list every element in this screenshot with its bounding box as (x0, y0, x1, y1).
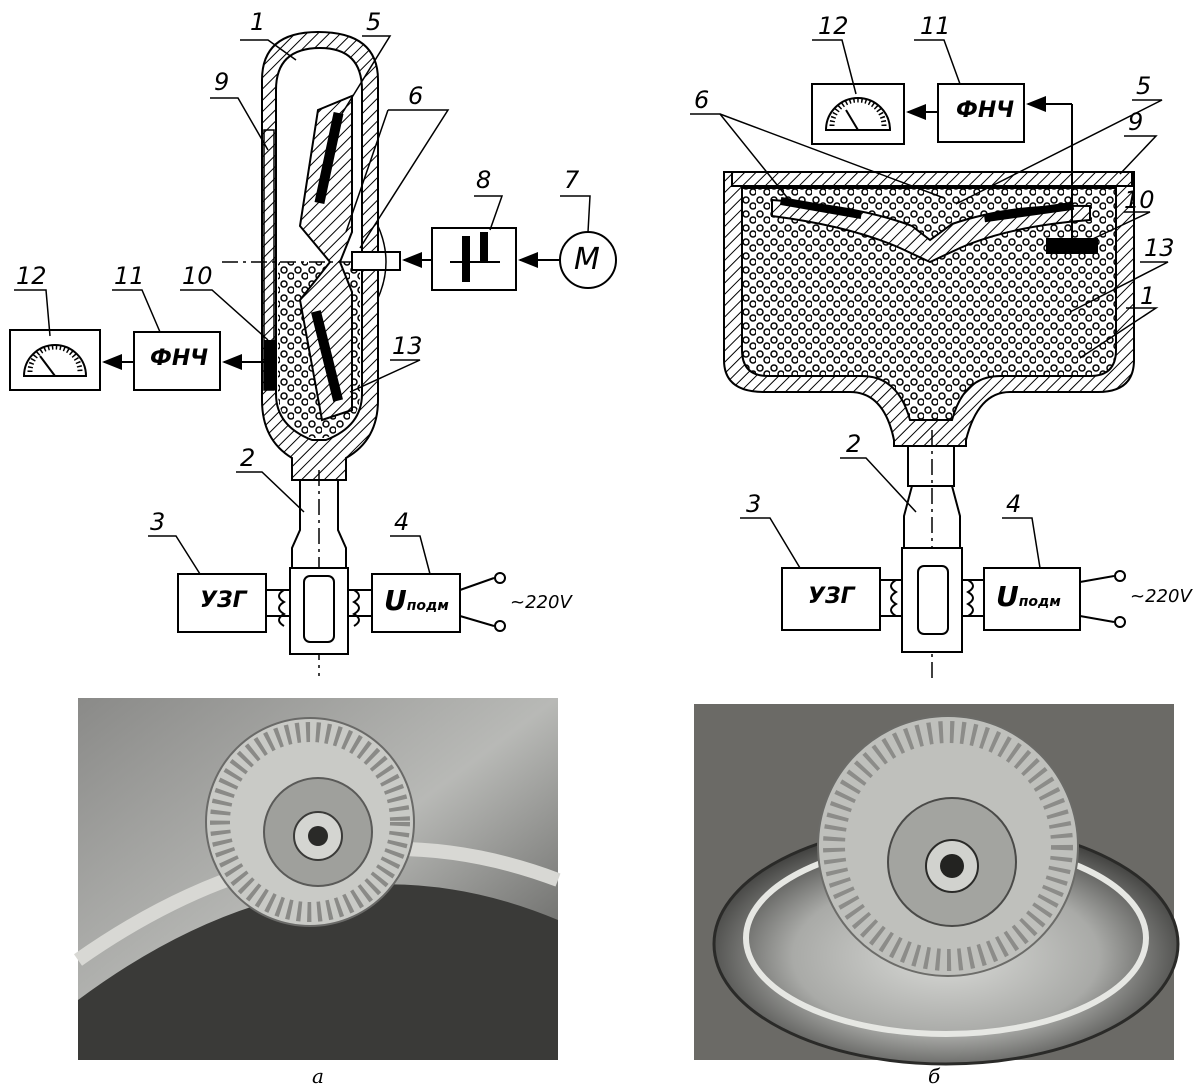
left-lpf-block (102, 331, 264, 391)
terminal-icon (494, 620, 506, 632)
right-meter-dial-gauge-icon (811, 83, 905, 145)
left-waveguide (278, 470, 360, 676)
left-drive (351, 225, 617, 299)
right-waveguide (890, 430, 974, 678)
left-generator-block (177, 573, 290, 633)
terminal-icon (1114, 570, 1126, 582)
right-generator-block (781, 567, 902, 631)
left-meter-dial-gauge-icon (9, 329, 101, 391)
left-leaders (14, 35, 591, 575)
left-scheme (9, 30, 617, 676)
right-lpf-block (906, 83, 1072, 143)
right-supply-block (962, 567, 1126, 631)
left-drum-housing (222, 30, 400, 481)
terminal-icon (494, 572, 506, 584)
terminal-icon (1114, 616, 1126, 628)
left-supply-block (348, 572, 506, 633)
right-leaders (690, 39, 1169, 569)
right-scheme (690, 39, 1169, 678)
photo-left (73, 698, 561, 1060)
photo-right (694, 704, 1180, 1066)
right-bowl-housing (723, 104, 1135, 447)
